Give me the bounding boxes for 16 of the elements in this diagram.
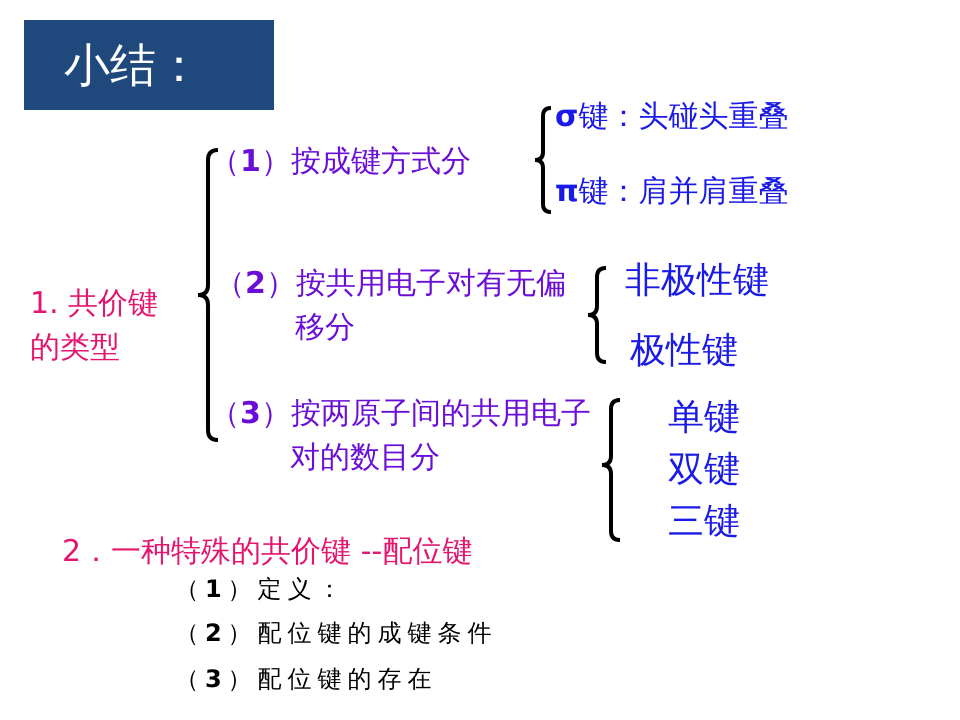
branch-label: （2）按共用电子对有无偏移分: [215, 265, 567, 346]
sub-item: （1）定义：: [175, 574, 348, 605]
branch-label: （1）按成键方式分: [210, 143, 471, 181]
item-label: σ键：头碰头重叠: [555, 98, 788, 136]
sub-item: （3）配位键的存在: [175, 664, 438, 695]
section-heading: 2．一种特殊的共价键 --配位键: [62, 533, 472, 571]
item-label: π键：肩并肩重叠: [555, 173, 789, 211]
item-label: 极性键: [630, 329, 738, 373]
item-label: 三键: [668, 500, 740, 544]
branch-label: （3）按两原子间的共用电子对的数目分: [210, 395, 592, 476]
item-label: 单键: [668, 396, 740, 440]
item-label: 非极性键: [625, 259, 769, 303]
category-label: 1. 共价键的类型: [30, 285, 160, 366]
sub-item: （2）配位键的成键条件: [175, 618, 498, 649]
title-heading: 小结：: [24, 20, 274, 110]
item-label: 双键: [668, 448, 740, 492]
